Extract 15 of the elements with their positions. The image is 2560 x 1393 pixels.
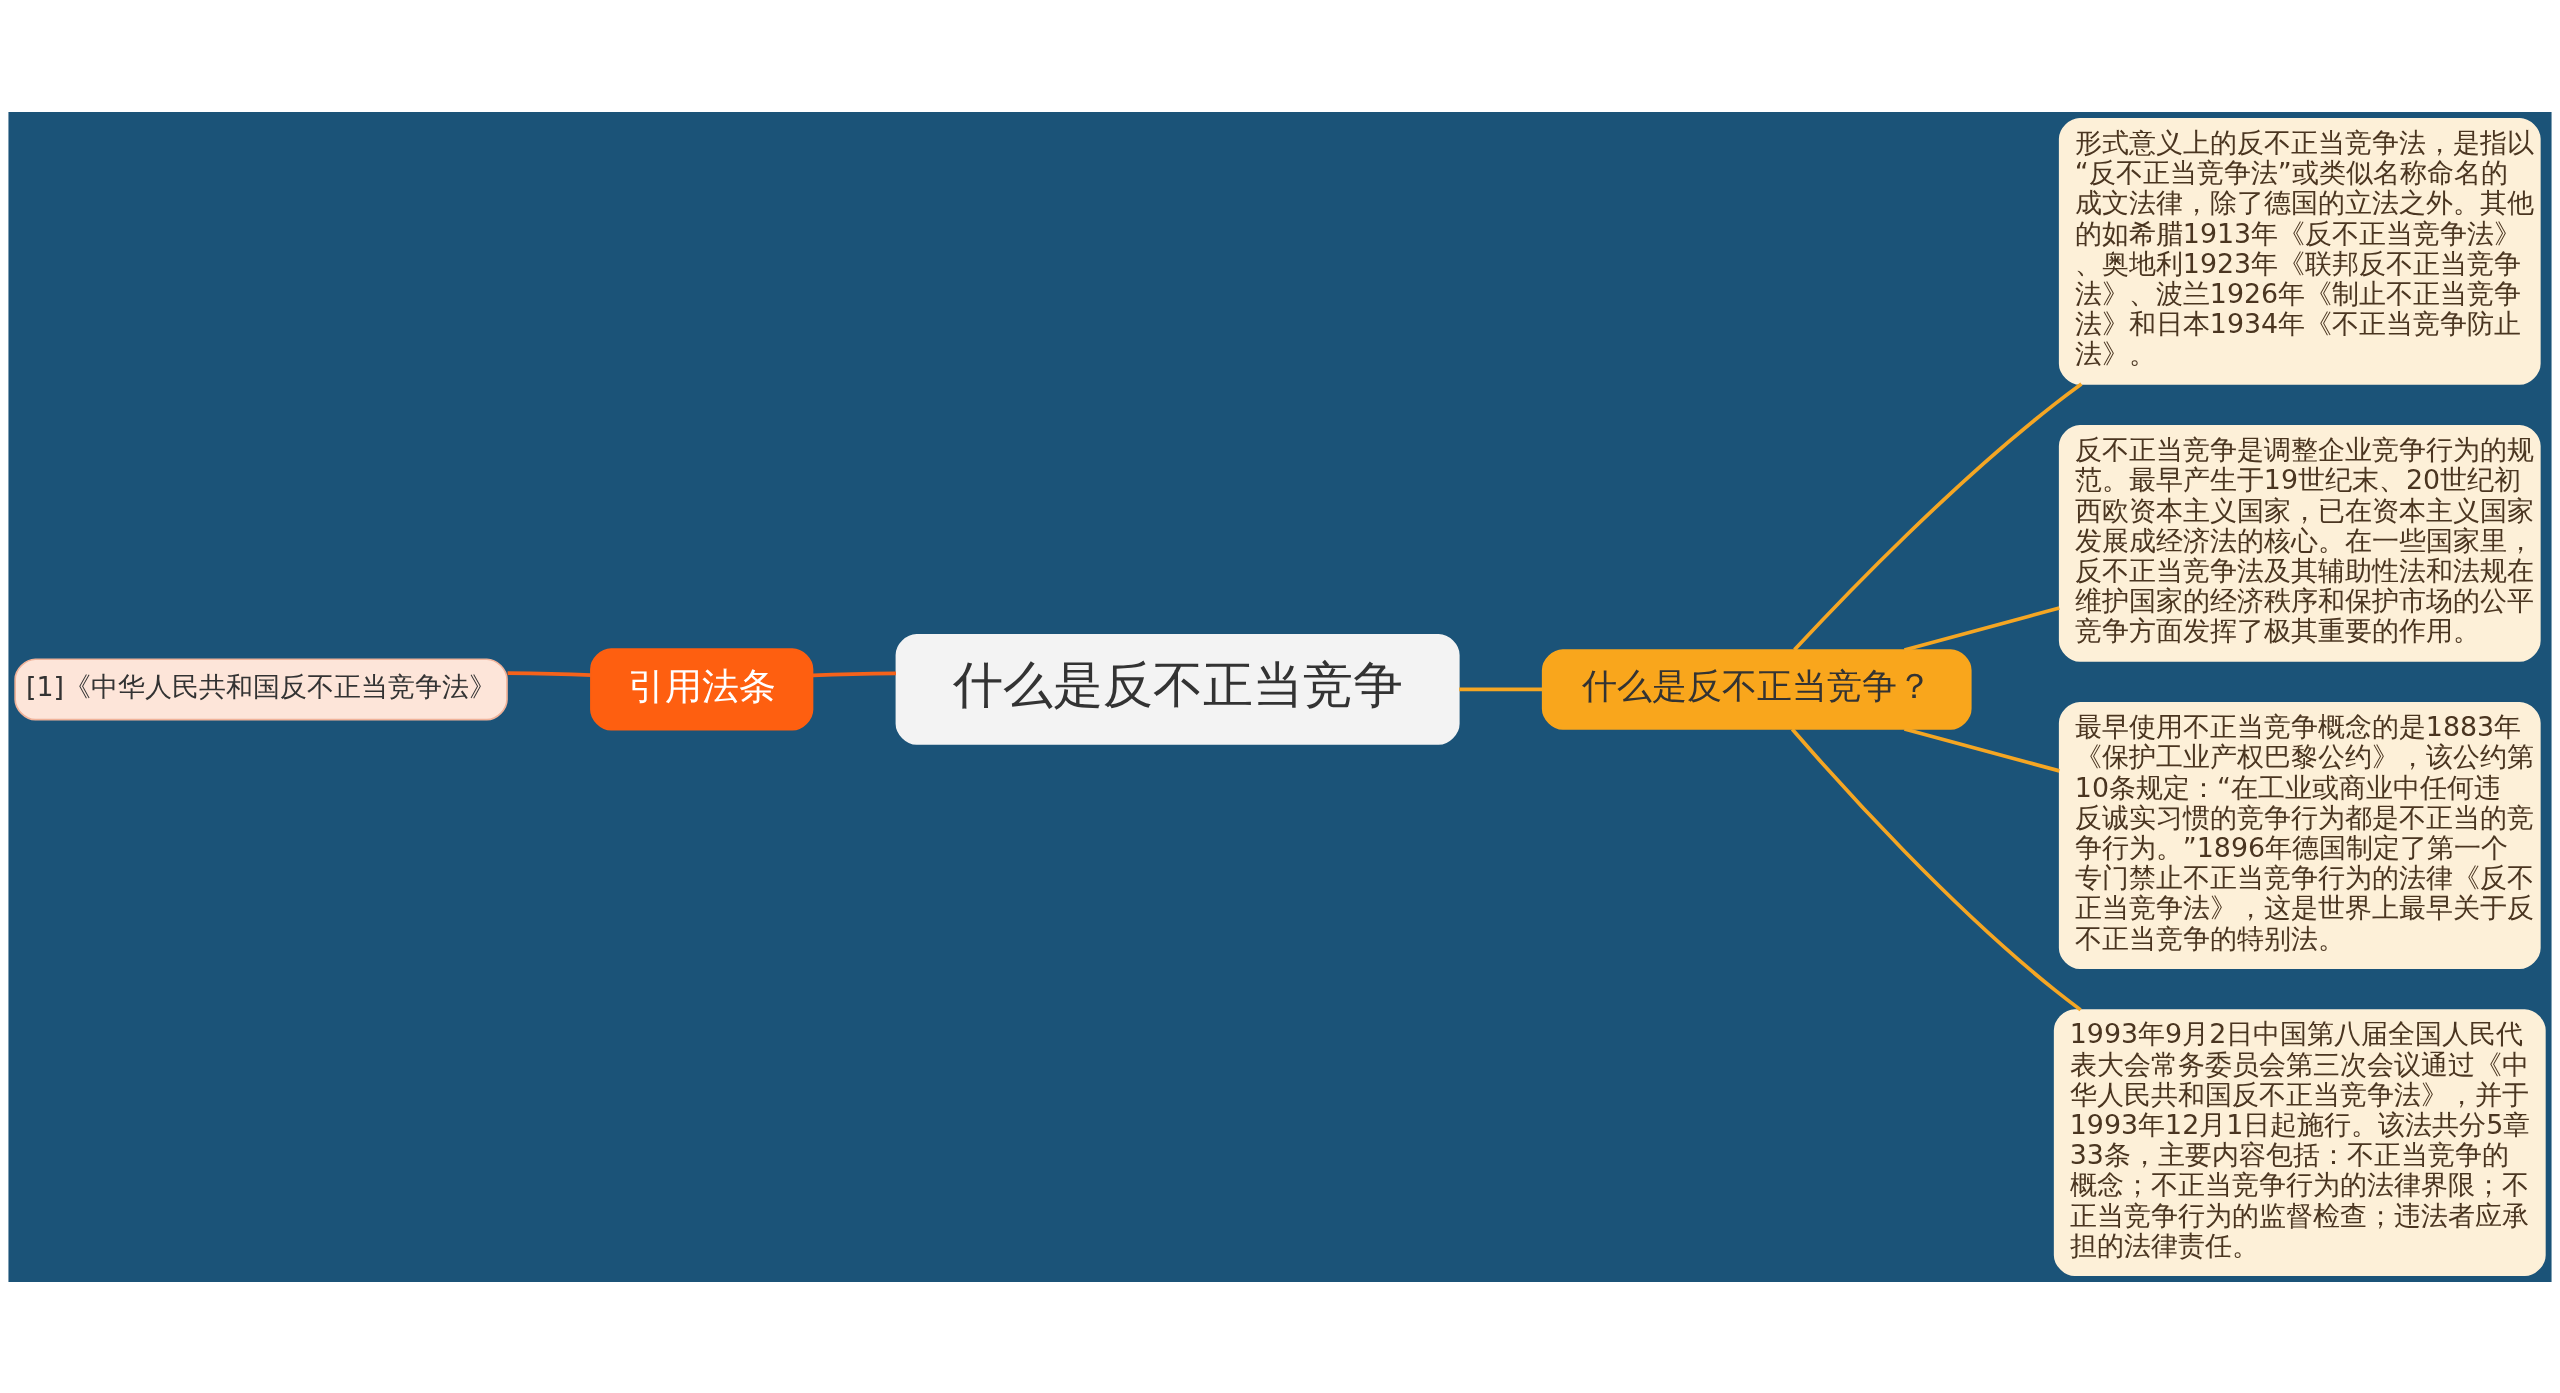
node-box: 什么是反不正当竞争 (895, 633, 1460, 745)
node-box: 形式意义上的反不正当竞争法，是指以“反不正当竞争法”或类似名称命名的成文法律，除了德国的立法之外。其他的如希腊1913年《反不正当竞争法》、奥地利1923年《联邦反不正当竞争法》、波兰1926年《制止不正当竞争法》和日本1934年《不正当竞争防止法》。 (2058, 117, 2541, 385)
node-box: 最早使用不正当竞争概念的是1883年《保护工业产权巴黎公约》，该公约第10条规定：“在工业或商业中任何违反诚实习惯的竞争行为都是不正当的竞争行为。”1896年德国制定了第一个专门禁止不正当竞争行为的法律《反不正当竞争法》，这是世界上最早关于反不正当竞争的特别法。 (2058, 701, 2541, 969)
connector (1793, 381, 2083, 651)
node-box: [1]《中华人民共和国反不正当竞争法》 (14, 657, 508, 720)
connector (1459, 687, 1543, 691)
connector (507, 670, 591, 677)
connector (812, 671, 896, 677)
connector (1903, 605, 2060, 652)
node-box: 1993年9月2日中国第八届全国人民代表大会常务委员会第三次会议通过《中华人民共和国反不正当竞争法》，并于1993年12月1日起施行。该法共分5章33条，主要内容包括：不正当竞争的概念；不正当竞争行为的法律界限；不正当竞争行为的监督检查；违法者应承担的法律责任。 (2053, 1008, 2546, 1276)
connector (1790, 727, 2082, 1011)
connector (1903, 726, 2060, 773)
node-box: 什么是反不正当竞争？ (1541, 648, 1972, 730)
node-box: 引用法条 (590, 647, 814, 731)
node-box: 反不正当竞争是调整企业竞争行为的规范。最早产生于19世纪末、20世纪初西欧资本主义国家，已在资本主义国家发展成经济法的核心。在一些国家里，反不正当竞争法及其辅助性法和法规在维护国家的经济秩序和保护市场的公平竞争方面发挥了极其重要的作用。 (2058, 424, 2541, 662)
